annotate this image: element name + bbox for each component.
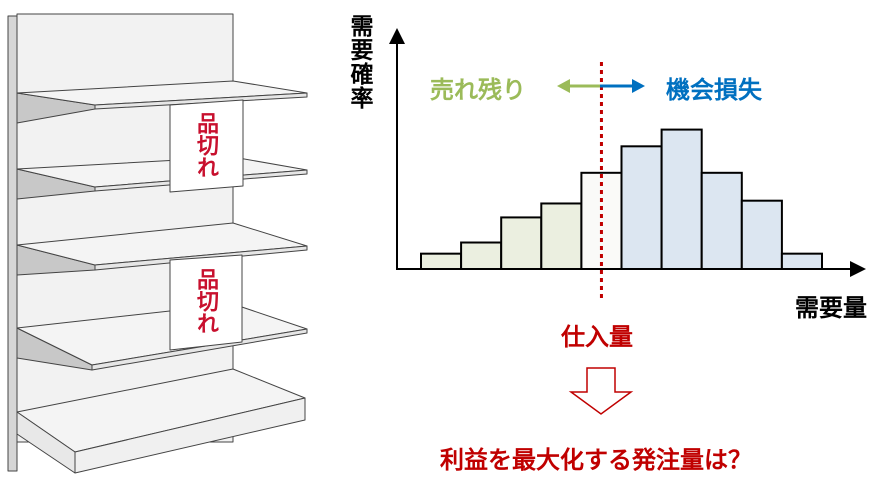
histogram-bar-9 (740, 199, 783, 270)
histogram-bar-2 (460, 241, 503, 270)
sold-out-sign-top (169, 99, 244, 193)
x-axis-label: 需要量 (795, 294, 867, 322)
question-text: 利益を最大化する発注量は？ (440, 446, 752, 474)
histogram-bar-3 (500, 216, 543, 270)
histogram-bar-1 (420, 252, 463, 270)
down-arrow-icon (568, 367, 634, 415)
order-quantity-label: 仕入量 (561, 323, 633, 351)
sold-out-sign-top-text: 品切れ (193, 112, 218, 178)
lost-opportunity-label: 機会損失 (666, 76, 762, 104)
histogram-bar-8 (700, 171, 743, 270)
histogram-bar-4 (540, 202, 583, 270)
sold-out-sign-bottom (169, 254, 243, 351)
shelf-edge (94, 92, 308, 110)
y-axis-label: 需要確率 (346, 14, 372, 110)
histogram-bar-5 (580, 171, 623, 270)
histogram-bar-7 (660, 128, 703, 270)
overstock-label: 売れ残り (430, 76, 526, 104)
histogram-bar-10 (780, 252, 824, 270)
histogram-bar-6 (620, 145, 663, 270)
histogram-bars (420, 128, 824, 270)
lost-opportunity-arrow (600, 79, 645, 93)
store-shelf-illustration (7, 13, 308, 474)
sold-out-sign-bottom-text: 品切れ (193, 268, 218, 334)
overstock-arrow (557, 79, 600, 93)
shelf-base-side (16, 411, 76, 474)
